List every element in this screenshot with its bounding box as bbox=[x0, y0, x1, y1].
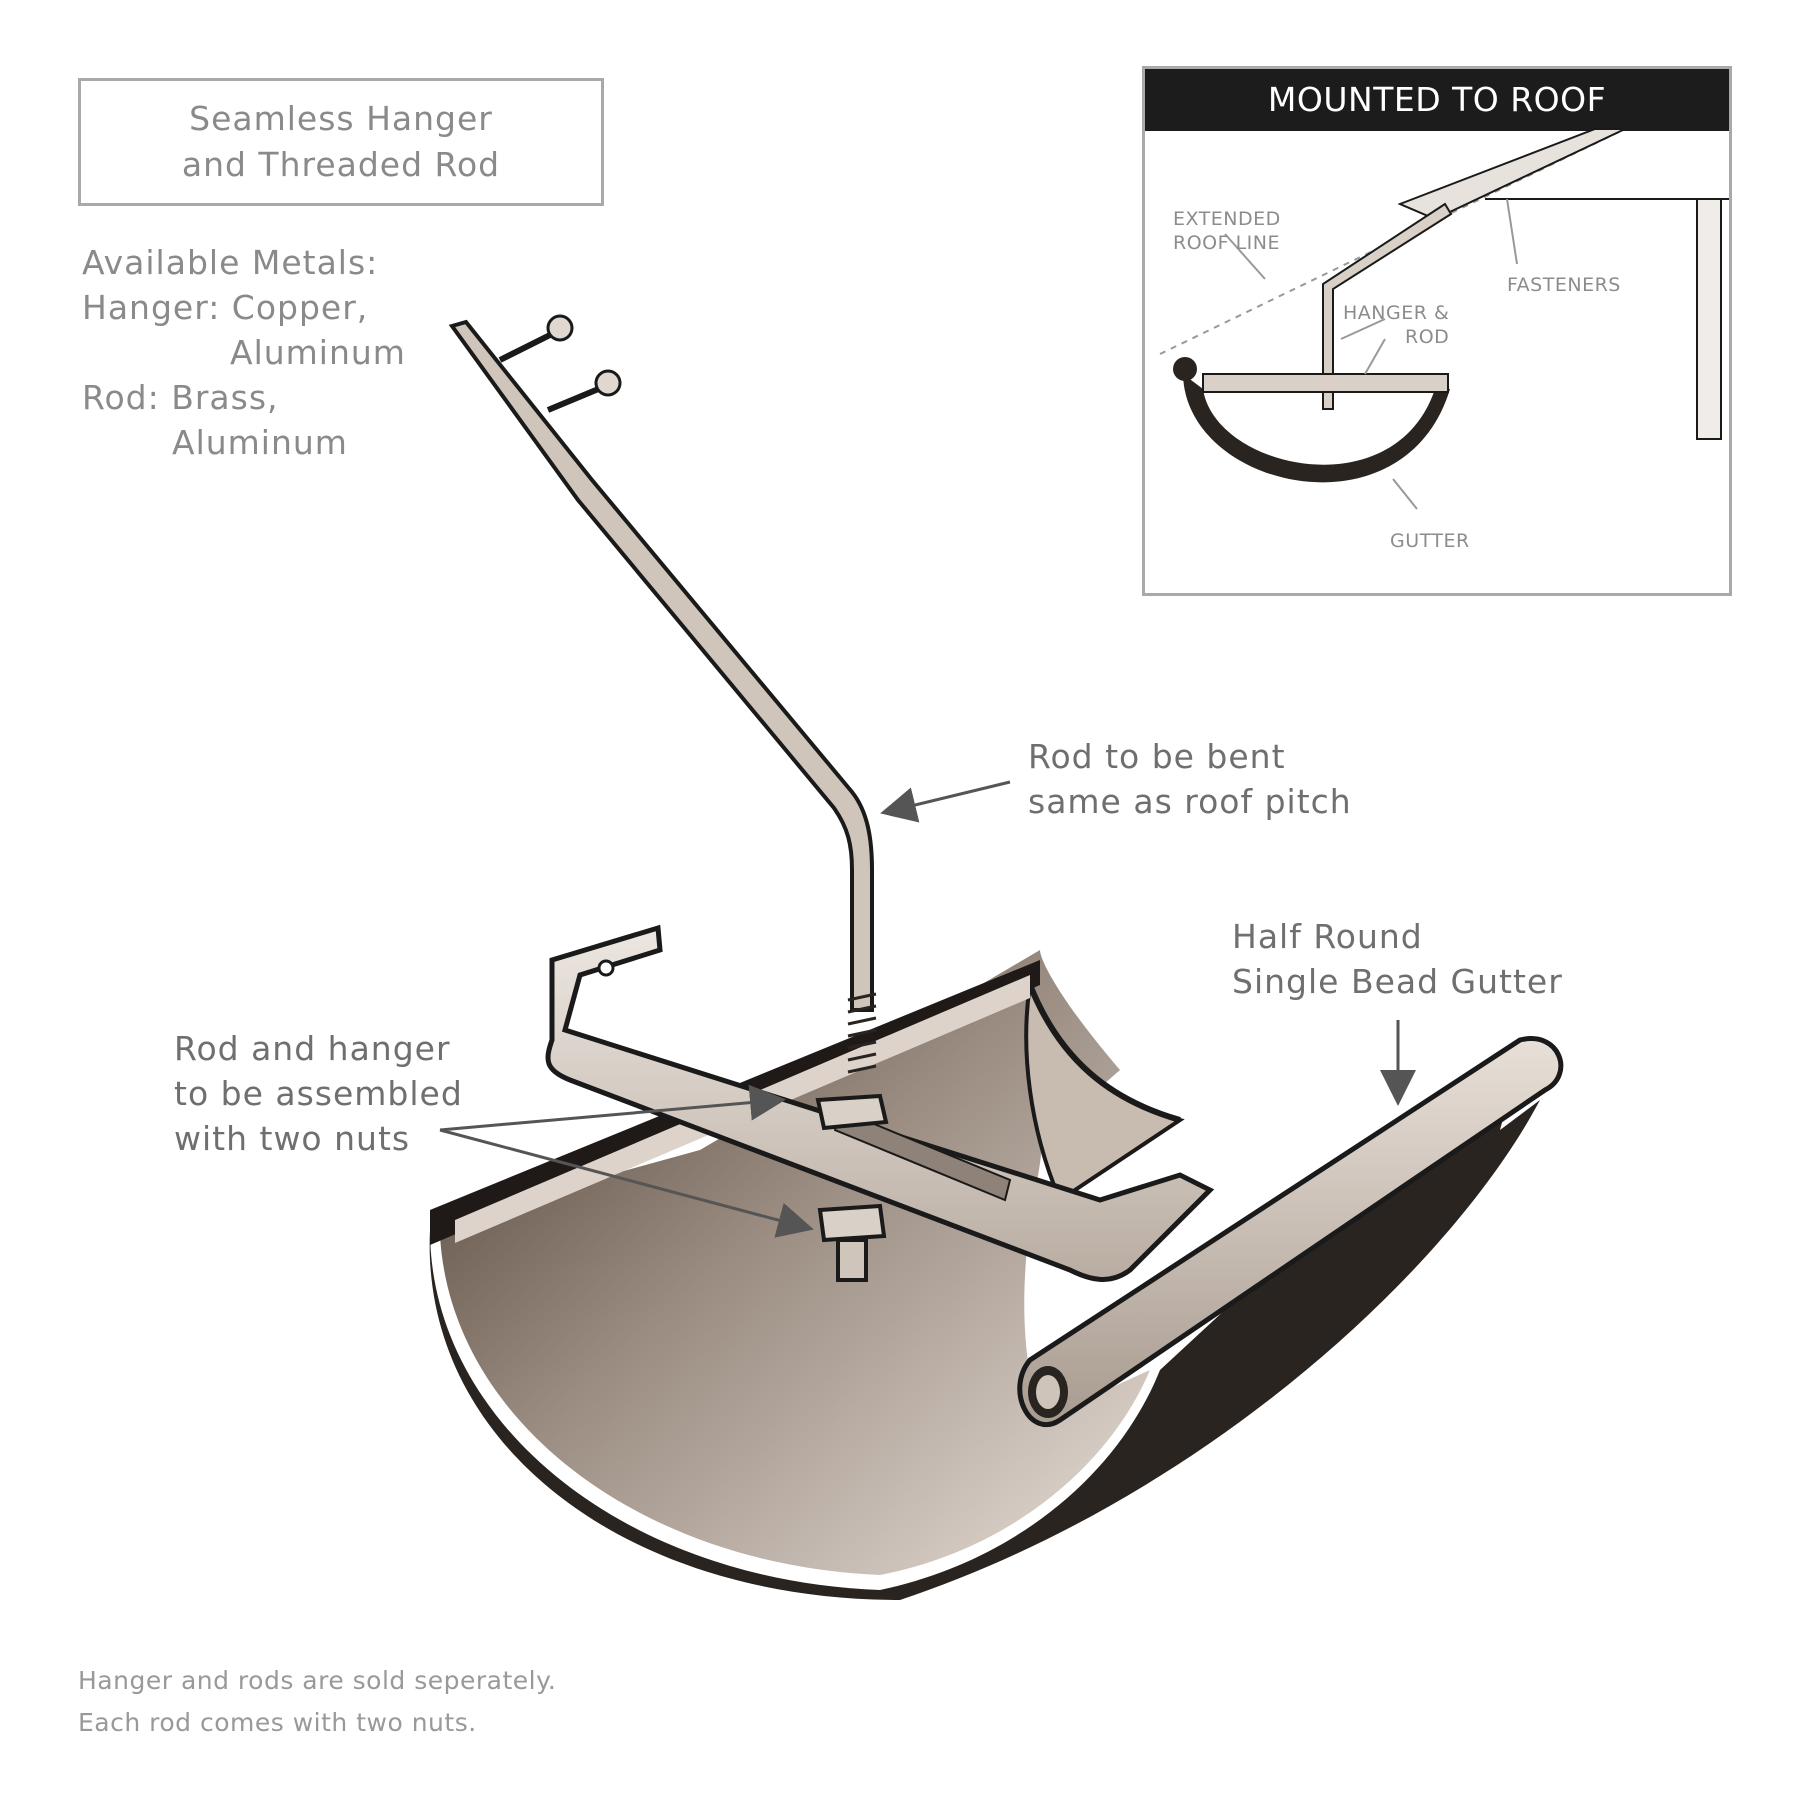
callout-arrows bbox=[439, 780, 1416, 1238]
callout-rod-bent: Rod to be bent same as roof pitch bbox=[1028, 734, 1352, 824]
inset-label-hanger-rod-1: HANGER & bbox=[1343, 302, 1450, 324]
inset-header: MOUNTED TO ROOF bbox=[1145, 69, 1729, 131]
inset-mounted-to-roof: MOUNTED TO ROOF EXTENDED ROOF LINE HANGE… bbox=[1142, 66, 1732, 596]
inset-label-roof-line: EXTENDED ROOF LINE bbox=[1173, 207, 1281, 255]
callout-assembly: Rod and hanger to be assembled with two … bbox=[174, 1026, 463, 1161]
metals-rod: Rod: Brass, bbox=[82, 378, 279, 417]
inset-label-hanger-rod: HANGER & ROD bbox=[1343, 301, 1449, 349]
callout-gutter-line-1: Half Round bbox=[1232, 917, 1423, 956]
title-line-2: and Threaded Rod bbox=[181, 145, 501, 184]
inset-label-roof-line-1: EXTENDED bbox=[1173, 208, 1281, 230]
inset-label-roof-line-2: ROOF LINE bbox=[1173, 232, 1280, 254]
callout-gutter-line-2: Single Bead Gutter bbox=[1232, 962, 1563, 1001]
inset-label-gutter: GUTTER bbox=[1390, 530, 1470, 552]
inset-diagram bbox=[1159, 128, 1729, 510]
title-line-1: Seamless Hanger bbox=[189, 99, 493, 138]
callout-assembly-line-2: to be assembled bbox=[174, 1074, 463, 1113]
footnote-line-1: Hanger and rods are sold seperately. bbox=[78, 1666, 557, 1695]
callout-assembly-line-1: Rod and hanger bbox=[174, 1029, 451, 1068]
callout-rod-bent-line-1: Rod to be bent bbox=[1028, 737, 1286, 776]
callout-gutter: Half Round Single Bead Gutter bbox=[1232, 914, 1563, 1004]
callout-assembly-line-3: with two nuts bbox=[174, 1119, 411, 1158]
metals-rod-extra: Aluminum bbox=[172, 423, 348, 462]
metals-heading: Available Metals: bbox=[82, 243, 379, 282]
callout-rod-bent-line-2: same as roof pitch bbox=[1028, 782, 1352, 821]
metals-hanger-extra: Aluminum bbox=[230, 333, 406, 372]
inset-label-hanger-rod-2: ROD bbox=[1405, 326, 1450, 348]
metals-hanger: Hanger: Copper, bbox=[82, 288, 369, 327]
gutter-bead bbox=[1017, 1036, 1564, 1428]
footnote-line-2: Each rod comes with two nuts. bbox=[78, 1708, 477, 1737]
threaded-rod bbox=[448, 314, 889, 1282]
available-metals: Available Metals: Hanger: Copper, Alumin… bbox=[82, 240, 406, 465]
inset-label-fasteners: FASTENERS bbox=[1507, 274, 1621, 296]
title-box: Seamless Hanger and Threaded Rod bbox=[78, 78, 604, 206]
footnote: Hanger and rods are sold seperately. Eac… bbox=[78, 1660, 556, 1744]
